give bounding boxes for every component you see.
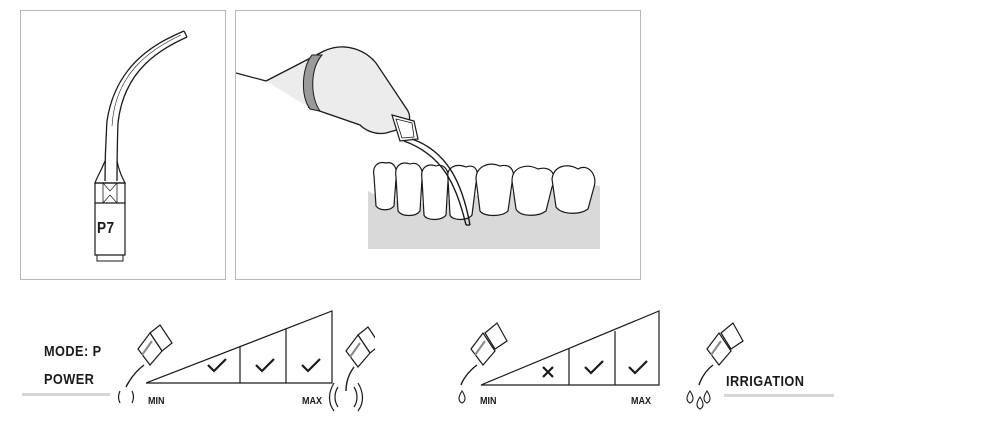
power-underline [22,393,110,396]
handpiece-on-teeth-illustration [236,46,600,249]
power-max-label: MAX [302,396,323,407]
irrigation-max-label: MAX [631,396,652,407]
irrigation-level-marks [542,360,648,378]
tip-code-label: P7 [97,220,115,237]
irrigation-level-2-check [584,360,604,375]
mode-label: MODE: P [44,343,102,360]
power-level-3-check [301,358,321,373]
irrigation-min-label: MIN [480,396,497,407]
handpiece-drops-max-icon [686,322,744,410]
irrigation-label: IRRIGATION [726,373,805,390]
irrigation-level-1-cross [542,366,554,378]
power-min-label: MIN [148,396,165,407]
handpiece-min-icon [117,324,173,404]
power-level-marks [207,358,321,373]
usage-panel [235,10,641,280]
tip-panel: P7 [20,10,226,280]
irrigation-scale-graphic [458,310,744,410]
handpiece-max-icon [328,326,375,412]
irrigation-underline [724,394,834,397]
irrigation-level-3-check [628,360,648,375]
power-scale-graphic [117,310,375,412]
handpiece-drop-min-icon [458,322,508,404]
power-label: POWER [44,371,95,388]
teeth-row [373,161,596,221]
scaler-tip-illustration [94,30,188,262]
power-level-2-check [255,358,275,373]
power-level-1-check [207,358,227,373]
